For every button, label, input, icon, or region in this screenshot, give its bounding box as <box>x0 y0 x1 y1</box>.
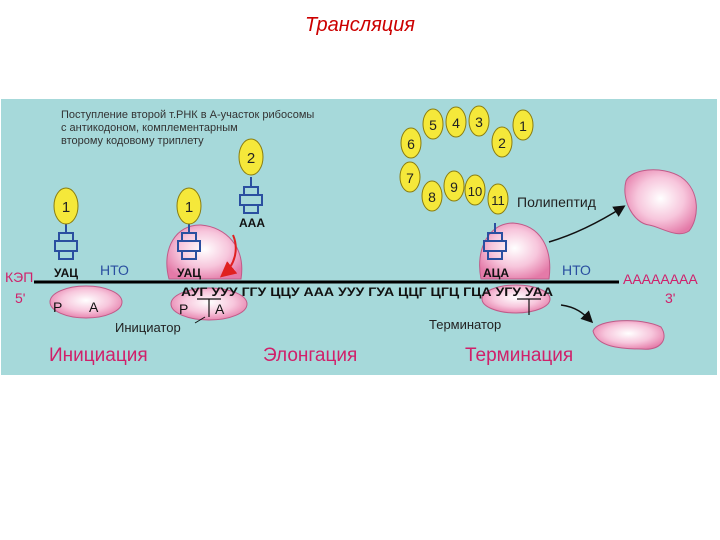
anticodon-termination: АЦА <box>483 266 509 280</box>
nto-left-label: НТО <box>100 262 129 278</box>
trna-bead-incoming: 2 <box>238 138 264 176</box>
note-line-2: с антикодоном, комплементарным <box>61 122 238 134</box>
anticodon-left: УАЦ <box>54 266 78 280</box>
a-site-label-mid: A <box>215 301 225 317</box>
svg-text:5: 5 <box>429 117 437 133</box>
trna-number-incoming: 2 <box>247 150 255 167</box>
mrna-sequence: АУГ УУУ ГГУ ЦЦУ ААА УУУ ГУА ЦЦГ ЦГЦ ГЦА … <box>181 287 553 299</box>
stage-initiation: Инициация <box>49 345 148 366</box>
released-large-subunit <box>624 169 697 235</box>
note-line-3: второму кодовому триплету <box>61 135 204 147</box>
bead: 7 <box>399 161 421 193</box>
entry-arrow <box>219 234 238 278</box>
trna-termination <box>483 223 507 260</box>
bead: 8 <box>421 180 443 212</box>
svg-text:4: 4 <box>452 115 460 131</box>
ribosome-termination <box>479 222 551 314</box>
svg-text:8: 8 <box>428 189 436 205</box>
svg-text:2: 2 <box>498 135 506 151</box>
svg-text:9: 9 <box>450 179 458 195</box>
note-line-1: Поступление второй т.РНК в А-участок риб… <box>61 109 314 121</box>
svg-text:6: 6 <box>407 136 415 152</box>
trna-number-mid: 1 <box>185 199 193 216</box>
polypeptide-label: Полипептид <box>517 194 596 210</box>
release-arrow-bottom <box>560 304 594 324</box>
anticodon-mid: УАЦ <box>177 266 201 280</box>
trna-bead-left: 1 <box>53 187 79 225</box>
bead: 3 <box>468 105 490 137</box>
svg-text:10: 10 <box>468 184 482 199</box>
p-site-label-mid: P <box>179 301 188 317</box>
svg-text:1: 1 <box>519 118 527 134</box>
bead: 10 <box>464 174 486 206</box>
svg-text:7: 7 <box>406 170 414 186</box>
bead: 2 <box>491 126 513 158</box>
stage-termination: Терминация <box>465 345 573 366</box>
polypeptide-chain: 5 4 3 1 6 2 7 8 9 10 11 <box>399 105 534 215</box>
trna-incoming <box>239 177 263 214</box>
p-site-label-left: P <box>53 299 62 315</box>
trna-p-site <box>177 223 201 260</box>
nto-right-label: НТО <box>562 262 591 278</box>
bead: 11 <box>487 183 509 215</box>
ribosome-small-subunit-left <box>49 285 123 319</box>
cap-label: КЭП <box>5 269 33 285</box>
initiator-label: Инициатор <box>115 320 181 335</box>
stage-elongation: Элонгация <box>263 345 357 366</box>
translation-diagram: Поступление второй т.РНК в А-участок риб… <box>5 105 698 366</box>
anticodon-incoming: ААА <box>239 216 265 230</box>
page-title: Трансляция <box>304 14 415 36</box>
svg-text:11: 11 <box>491 193 505 208</box>
poly-a-tail: АААААААА <box>623 271 698 287</box>
terminator-label: Терминатор <box>429 317 501 332</box>
trna-number-left: 1 <box>62 199 70 216</box>
bead: 4 <box>445 106 467 138</box>
trna-bead-mid: 1 <box>176 187 202 225</box>
bead: 9 <box>443 170 465 202</box>
released-small-subunit <box>592 320 665 350</box>
svg-text:3: 3 <box>475 114 483 130</box>
release-arrow-top <box>548 205 626 243</box>
a-site-label-left: A <box>89 299 99 315</box>
bead: 6 <box>400 127 422 159</box>
three-prime-label: 3' <box>665 290 675 306</box>
initiator-pointer <box>194 316 206 324</box>
bead: 5 <box>422 108 444 140</box>
bead: 1 <box>512 109 534 141</box>
five-prime-label: 5' <box>15 290 25 306</box>
trna-initiator <box>54 223 78 260</box>
